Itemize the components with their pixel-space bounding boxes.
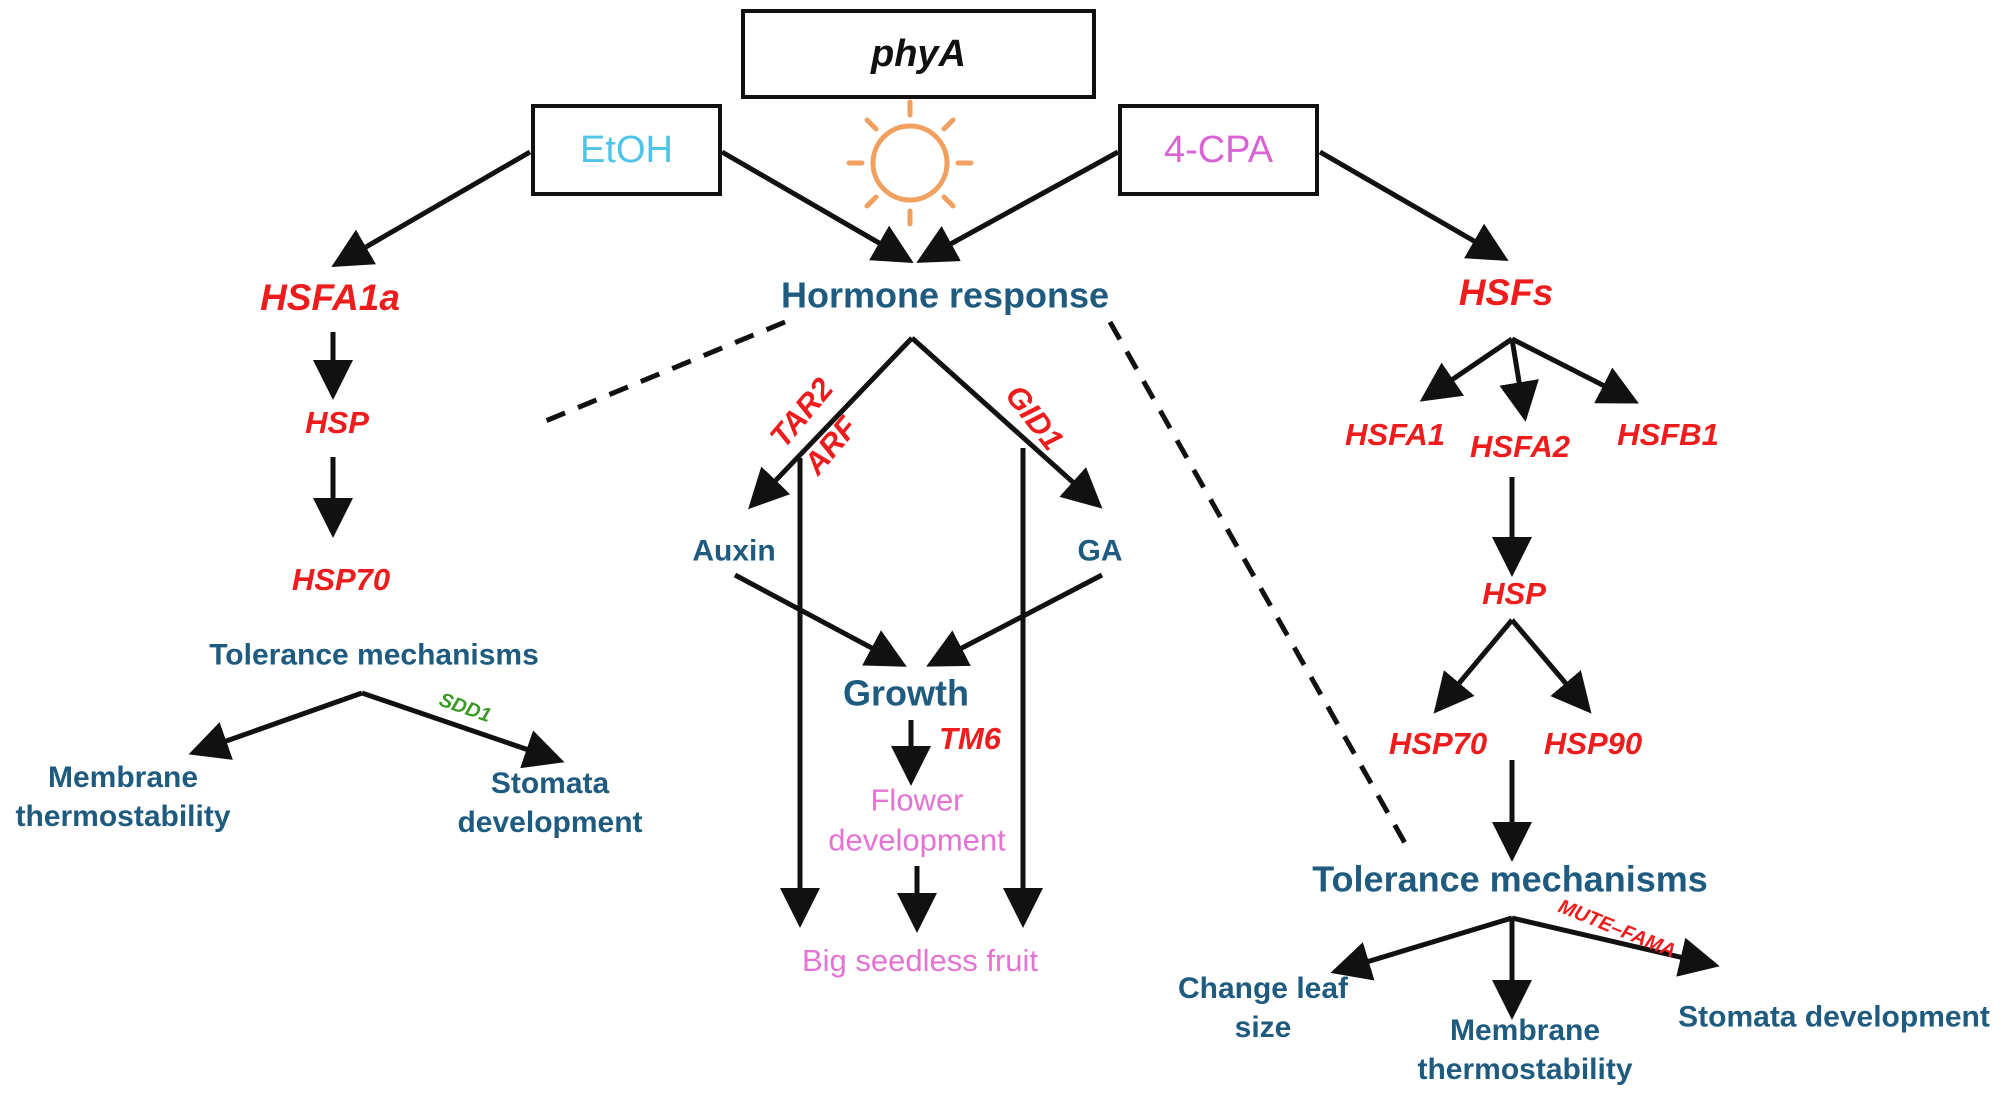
right-tolerance-label: Tolerance mechanisms <box>1312 858 1708 900</box>
left-membrane-line1: Membrane <box>47 761 199 794</box>
hsfs-label: HSFs <box>1458 271 1554 313</box>
right-hsp90-label: HSP90 <box>1543 725 1643 761</box>
arrow-cpa-hsfs <box>1318 149 1509 262</box>
hsfb1-label: HSFB1 <box>1617 416 1719 452</box>
arrow-tolerance-stomata-r <box>1511 915 1720 977</box>
phyA-label: phyA <box>871 32 966 75</box>
arrow-ga-growth <box>926 572 1104 667</box>
leaf-line1: Change leaf <box>1177 972 1349 1005</box>
arrow-hormone-ga <box>910 336 1103 509</box>
arrow-auxin-growth <box>733 572 907 667</box>
right-membrane-label: Membrane thermostability <box>1417 1011 1632 1089</box>
auxin-label: Auxin <box>692 534 776 568</box>
left-stomata-line1: Stomata <box>490 767 610 800</box>
right-membrane-line2: thermostability <box>1417 1053 1633 1086</box>
ga-label: GA <box>1077 534 1123 568</box>
left-stomata-line2: development <box>457 806 643 839</box>
arrow-hormone-auxin <box>748 336 914 510</box>
left-tolerance-label: Tolerance mechanisms <box>209 638 539 672</box>
flower-line1: Flower <box>870 782 964 818</box>
sun-icon <box>846 99 974 227</box>
dashed-link-right <box>1107 320 1413 854</box>
arrow-hsp-hsp90 <box>1510 618 1592 714</box>
right-stomata-label: Stomata development <box>1678 1000 1990 1034</box>
arrow-hsfs-hsfa2 <box>1499 338 1539 422</box>
change-leaf-size-label: Change leaf size <box>1178 969 1348 1047</box>
cpa-label: 4-CPA <box>1163 128 1274 171</box>
growth-label: Growth <box>843 672 969 714</box>
flower-development-label: Flower development <box>828 781 1006 862</box>
hormone-response-label: Hormone response <box>780 274 1110 316</box>
left-hsp-label: HSP <box>305 404 369 440</box>
arrow-tolerance-stomata <box>361 690 565 769</box>
dashed-link-left <box>542 319 786 425</box>
tm6-label: TM6 <box>939 720 1001 756</box>
arrow-hsp-hsp70 <box>1433 618 1514 714</box>
left-hsp70-label: HSP70 <box>291 561 391 597</box>
cpa-box: 4-CPA <box>1118 104 1319 196</box>
arrow-hsfs-hsfa1 <box>1419 336 1514 402</box>
phyA-box: phyA <box>741 9 1096 99</box>
right-hsp-label: HSP <box>1482 575 1546 611</box>
fruit-label: Big seedless fruit <box>801 942 1039 978</box>
arrow-tolerance-membrane <box>188 690 363 760</box>
right-hsp70-label: HSP70 <box>1388 725 1488 761</box>
arrow-hsfs-hsfb1 <box>1510 336 1639 404</box>
left-membrane-line2: thermostability <box>15 800 231 833</box>
arrow-etoh-hormone <box>720 149 914 264</box>
right-membrane-line1: Membrane <box>1449 1014 1601 1047</box>
arrow-tolerance-leaf <box>1330 915 1513 981</box>
hsfa2-label: HSFA2 <box>1470 428 1570 464</box>
etoh-box: EtOH <box>531 104 722 196</box>
leaf-line2: size <box>1234 1011 1292 1044</box>
left-stomata-label: Stomata development <box>457 764 642 842</box>
left-membrane-label: Membrane thermostability <box>15 758 230 836</box>
arrow-etoh-hsfa1a <box>331 149 532 268</box>
hsfa1a-label: HSFA1a <box>260 276 400 318</box>
flower-line2: development <box>828 823 1006 858</box>
etoh-label: EtOH <box>580 128 673 171</box>
hsfa1-label: HSFA1 <box>1345 416 1445 452</box>
arrow-cpa-hormone <box>916 149 1120 263</box>
